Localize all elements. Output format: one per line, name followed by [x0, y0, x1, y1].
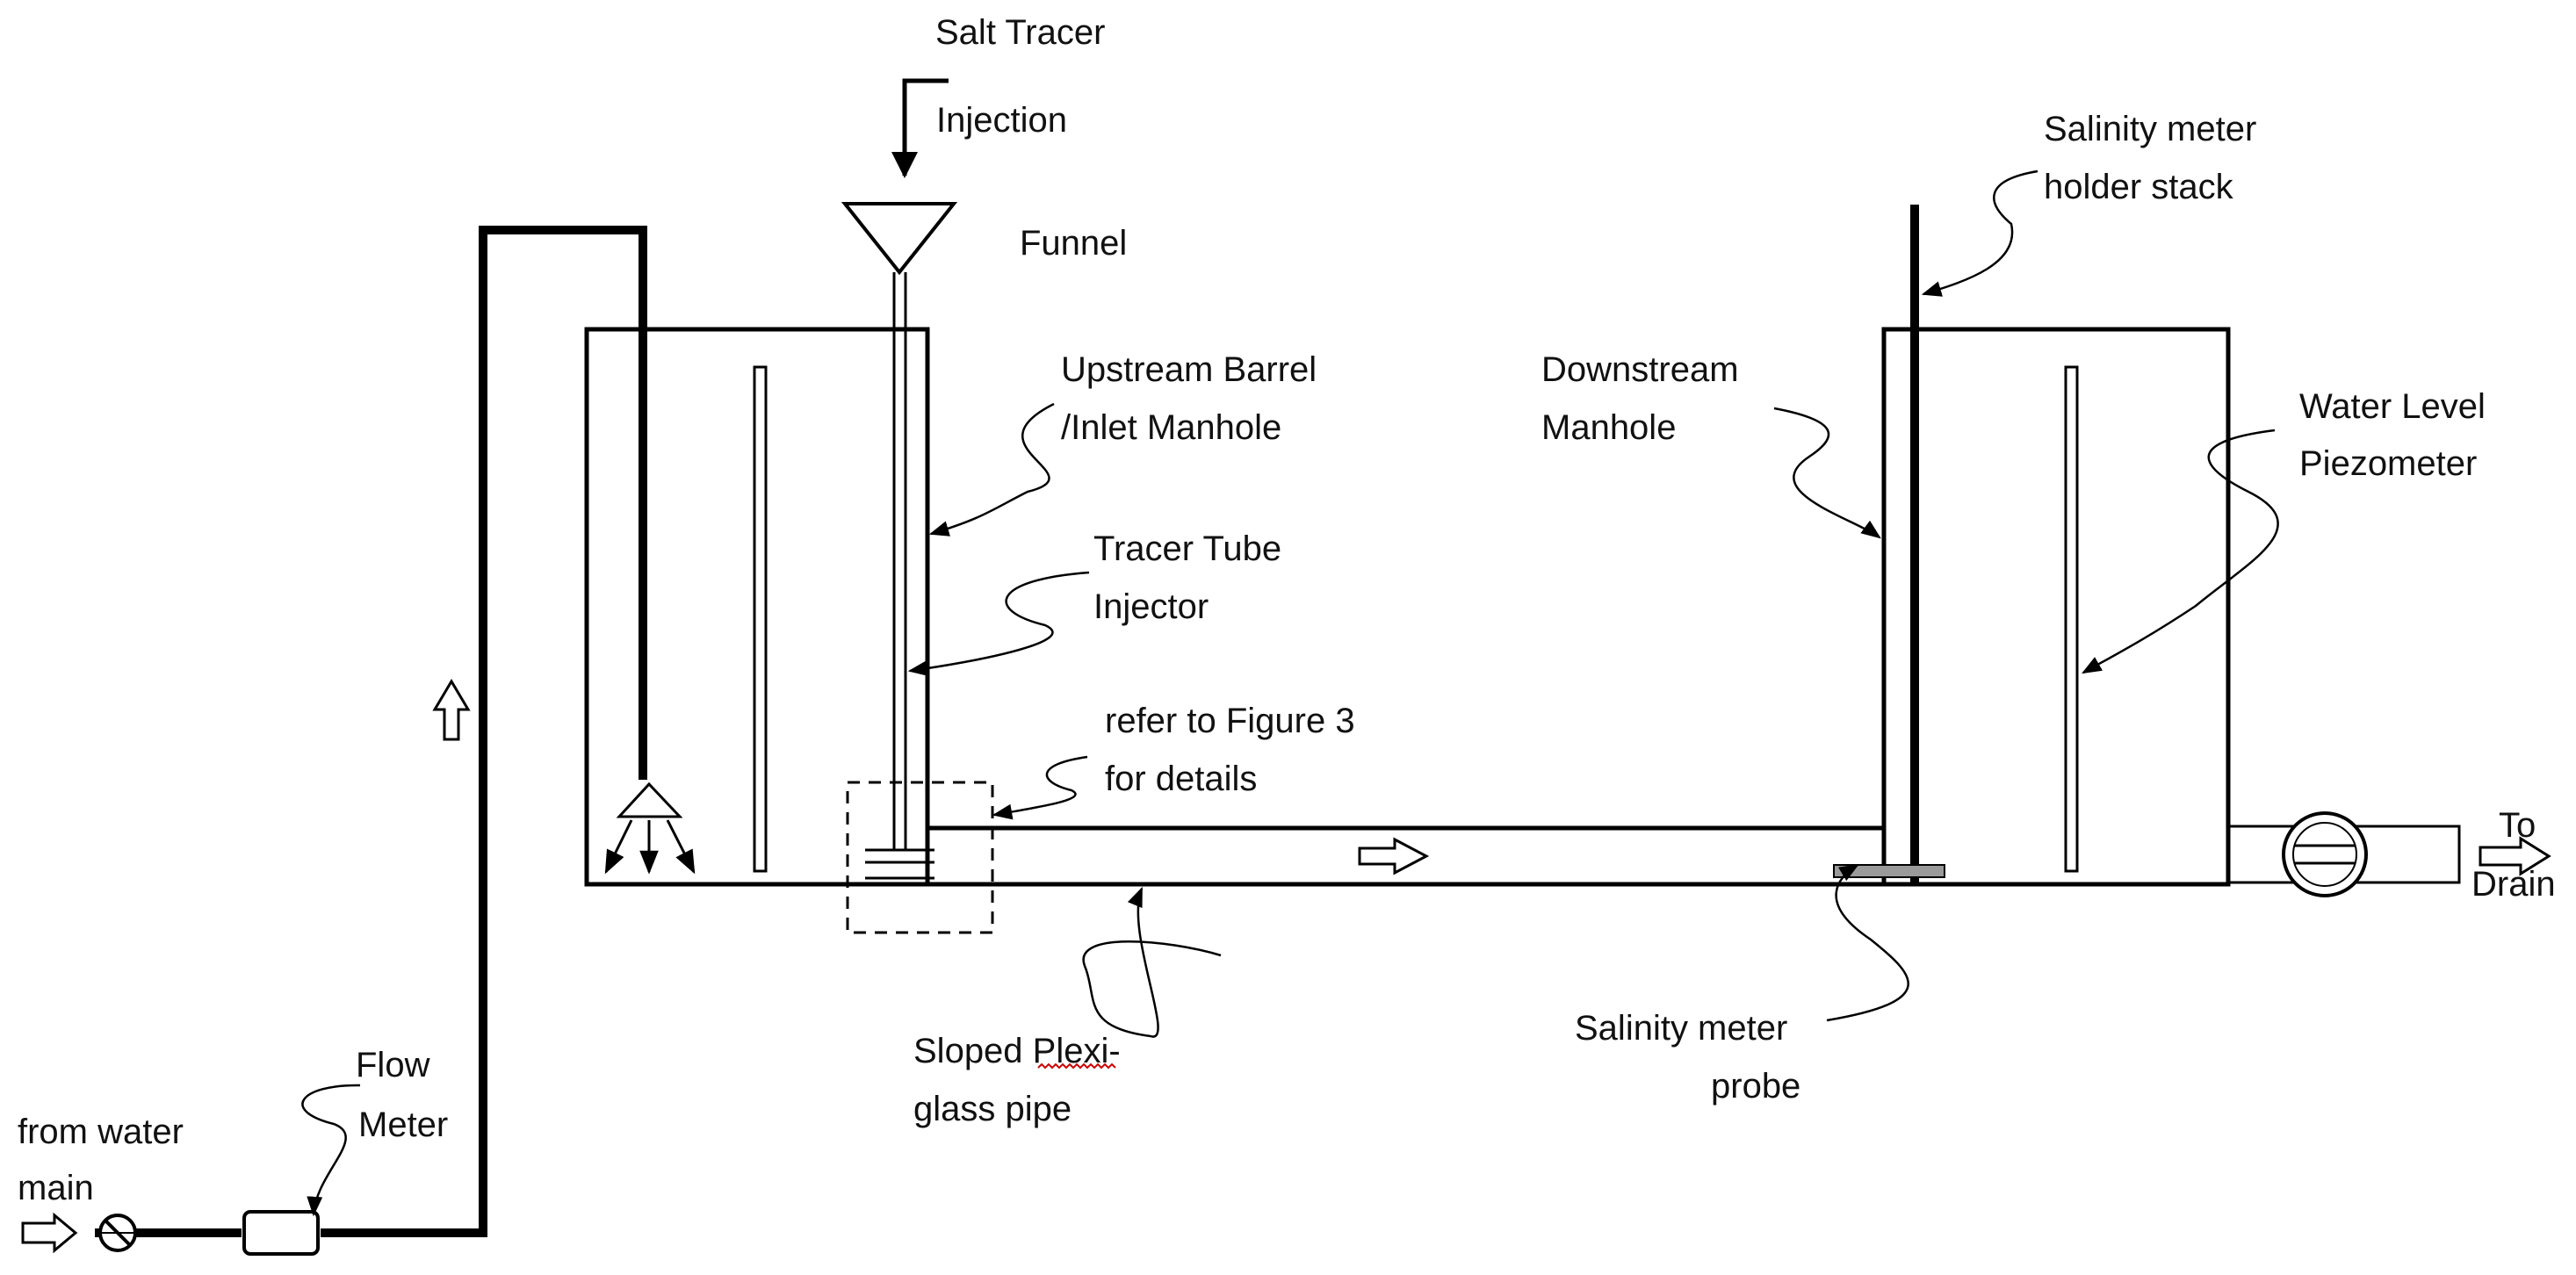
- spellcheck-underline: [1037, 1062, 1116, 1070]
- from-water-label: from water: [18, 1113, 184, 1151]
- inlet-manhole-label: /Inlet Manhole: [1061, 408, 1281, 447]
- flow-meter-box: [242, 1210, 320, 1256]
- for-details-label: for details: [1105, 760, 1257, 798]
- probe-label: probe: [1711, 1067, 1800, 1106]
- downstream-label: Downstream: [1541, 350, 1739, 389]
- plexiglass-pipe: [927, 825, 1884, 887]
- glass-pipe-label: glass pipe: [913, 1090, 1072, 1128]
- drain-label: Drain: [2471, 865, 2556, 904]
- salt-injection-arrow-icon: [891, 78, 949, 178]
- meter-label: Meter: [358, 1106, 448, 1144]
- water-level-label: Water Level: [2299, 387, 2486, 426]
- tracer-tube: [865, 272, 934, 880]
- salt-tracer-label: Salt Tracer: [935, 13, 1105, 52]
- funnel-icon: [841, 202, 958, 276]
- outlet-valve-icon: [2282, 811, 2368, 897]
- funnel-label: Funnel: [1020, 224, 1127, 263]
- upstream-barrel-label: Upstream Barrel: [1061, 350, 1317, 389]
- supply-valve-icon: [98, 1214, 137, 1252]
- injector-label: Injector: [1093, 587, 1209, 626]
- injection-label: Injection: [936, 101, 1067, 140]
- leader-lines: [301, 169, 2279, 1217]
- salinity-probe-label: Salinity meter: [1575, 1009, 1787, 1048]
- inflow-arrow-icon: [21, 1212, 78, 1254]
- piezometer-label: Piezometer: [2299, 444, 2477, 483]
- upstream-barrel: [584, 327, 930, 887]
- to-label: To: [2499, 806, 2536, 845]
- drain-arrow-icon: [2479, 836, 2551, 876]
- manhole-label: Manhole: [1541, 408, 1676, 447]
- flow-label: Flow: [356, 1046, 430, 1084]
- upstream-piezometer: [753, 365, 768, 873]
- downstream-piezometer: [2064, 365, 2079, 873]
- sloped-pipe-label: Sloped Plexi-: [913, 1032, 1121, 1070]
- refer-figure-label: refer to Figure 3: [1105, 702, 1355, 740]
- salinity-holder-label: Salinity meter: [2044, 110, 2256, 148]
- holder-stack-label: holder stack: [2044, 168, 2234, 206]
- detail-dashed-box: [846, 781, 994, 934]
- upward-flow-arrow-icon: [432, 679, 471, 741]
- sprinkler-icon: [604, 782, 696, 875]
- pipe-flow-arrow-icon: [1358, 837, 1430, 875]
- downstream-manhole: [1881, 327, 2231, 887]
- tracer-tube-label: Tracer Tube: [1093, 529, 1281, 568]
- salinity-probe: [1833, 864, 1945, 878]
- main-label: main: [18, 1169, 94, 1207]
